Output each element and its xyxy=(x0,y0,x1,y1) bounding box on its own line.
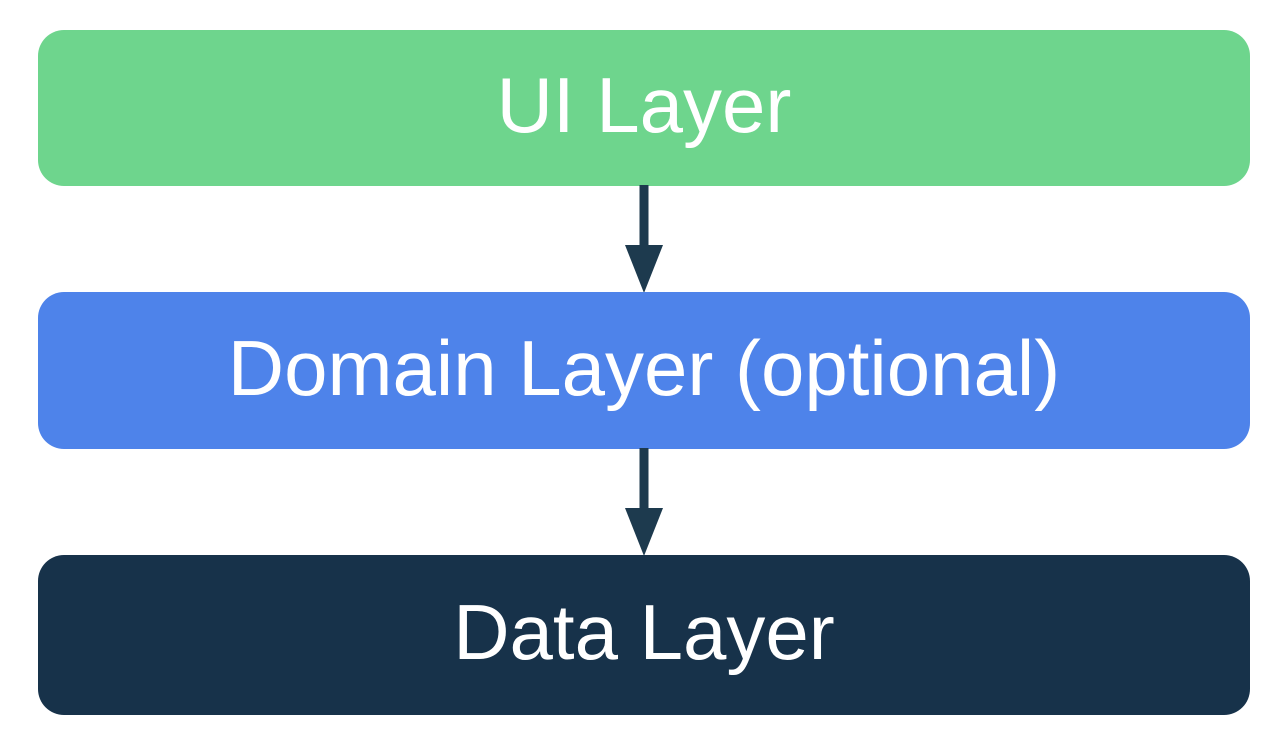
arrow-head xyxy=(625,245,663,293)
node-ui-layer-label: UI Layer xyxy=(496,61,792,149)
arrow-down-icon xyxy=(623,448,665,556)
node-ui-layer: UI Layer xyxy=(38,30,1250,186)
arrow-head xyxy=(625,508,663,556)
arrow-down-icon xyxy=(623,185,665,293)
node-data-layer-label: Data Layer xyxy=(453,588,835,676)
arrow-stem xyxy=(639,185,649,251)
node-domain-layer: Domain Layer (optional) xyxy=(38,292,1250,449)
node-domain-layer-label: Domain Layer (optional) xyxy=(227,323,1061,412)
arrow-stem xyxy=(639,448,649,514)
node-data-layer: Data Layer xyxy=(38,555,1250,715)
